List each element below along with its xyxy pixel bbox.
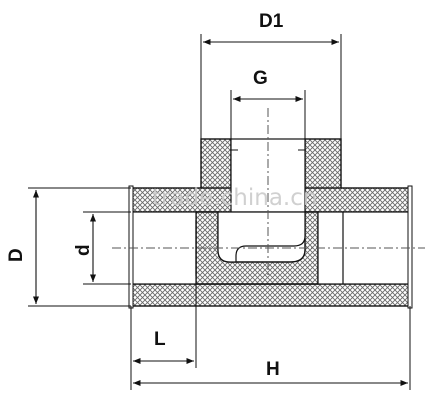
tee-waterway bbox=[217, 211, 306, 263]
label-D1: D1 bbox=[259, 11, 284, 32]
dimension-labels: D1 G D d L H bbox=[6, 11, 284, 380]
left-end-face bbox=[128, 185, 134, 309]
dimension-lines bbox=[32, 38, 408, 387]
tee-body bbox=[128, 138, 413, 309]
label-d: d bbox=[73, 244, 94, 256]
label-D: D bbox=[6, 248, 27, 262]
label-G: G bbox=[253, 68, 268, 89]
label-H: H bbox=[266, 359, 280, 380]
extension-lines bbox=[28, 34, 411, 390]
centerlines bbox=[112, 108, 425, 275]
right-end-face bbox=[407, 185, 413, 309]
run-lower-wall bbox=[130, 283, 411, 307]
label-L: L bbox=[154, 329, 166, 350]
watermark-text: trade.china.cn bbox=[152, 185, 317, 211]
